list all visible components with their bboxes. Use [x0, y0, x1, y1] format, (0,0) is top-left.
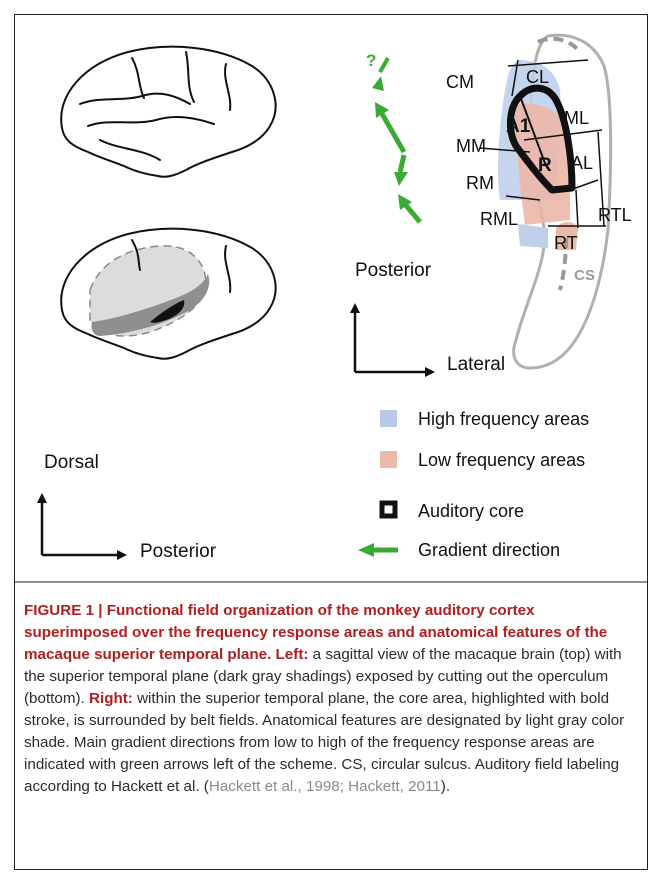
lateral-label: Lateral: [447, 354, 505, 375]
question-mark: ?: [366, 51, 376, 70]
field-r: R: [538, 155, 552, 176]
posterior-left-label: Posterior: [140, 541, 217, 562]
legend-low-swatch: [380, 451, 397, 468]
posterior-right-label: Posterior: [355, 260, 432, 281]
orientation-axes-left: [42, 498, 122, 555]
caption-end-text: ).: [441, 778, 450, 795]
orientation-axes-right: [355, 308, 430, 372]
caption-right-label: Right:: [89, 690, 133, 707]
field-rt: RT: [554, 233, 578, 253]
caption-reference-link[interactable]: Hackett et al., 1998; Hackett, 2011: [209, 778, 441, 795]
field-mm: MM: [456, 136, 486, 156]
dorsal-label: Dorsal: [44, 452, 99, 473]
brain-top-drawing: [61, 47, 275, 177]
figure-caption: FIGURE 1 | Functional field organization…: [24, 600, 642, 798]
field-ml: ML: [564, 108, 589, 128]
legend-gradient-label: Gradient direction: [418, 540, 560, 560]
legend-low-label: Low frequency areas: [418, 450, 585, 470]
field-rtl: RTL: [598, 205, 632, 225]
caption-left-label: Left:: [276, 646, 309, 663]
gradient-arrows: [372, 58, 420, 222]
legend-core-label: Auditory core: [418, 501, 524, 521]
field-rml: RML: [480, 209, 518, 229]
field-rm: RM: [466, 173, 494, 193]
legend-high-swatch: [380, 410, 397, 427]
field-al: AL: [571, 153, 593, 173]
brain-bottom-drawing: [61, 229, 275, 359]
legend-high-label: High frequency areas: [418, 409, 589, 429]
cs-label: CS: [574, 267, 595, 284]
legend-core-swatch: [382, 503, 395, 516]
field-cl: CL: [526, 67, 549, 87]
field-cm: CM: [446, 72, 474, 92]
field-a1: A1: [506, 116, 531, 137]
legend-gradient-arrow: [358, 543, 398, 557]
